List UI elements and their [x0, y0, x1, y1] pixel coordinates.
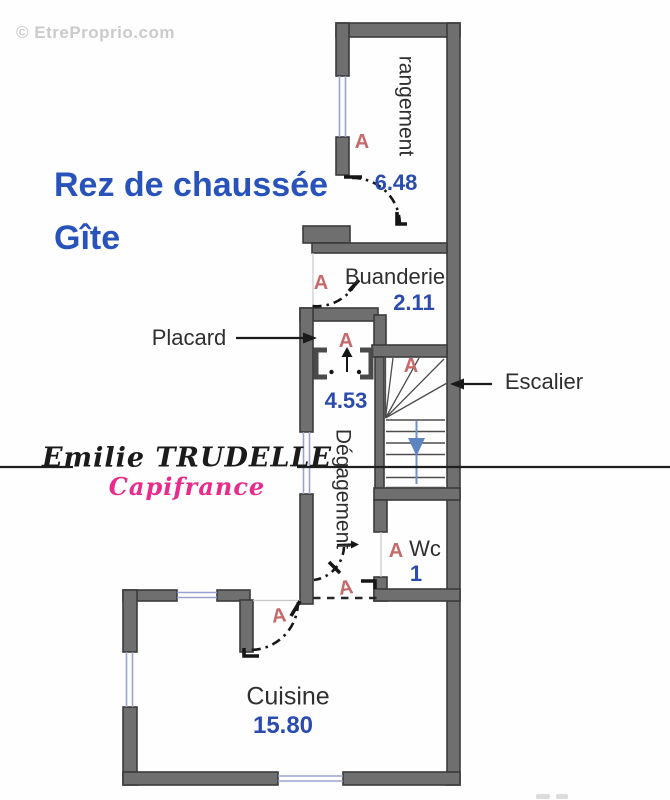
- door-label-placard: A: [338, 330, 354, 352]
- placard-door-jambs: [313, 347, 374, 380]
- room-label-cuisine: Cuisine: [246, 682, 330, 711]
- cropped-mark: [556, 794, 568, 799]
- page-title-line2: Gîte: [54, 219, 121, 257]
- room-area-rangement: 6.48: [374, 170, 418, 195]
- door-arrow-line-corridor: [336, 543, 352, 547]
- wall-cuisine-left-upper: [122, 589, 138, 653]
- room-label-rangement: rangement: [394, 55, 418, 157]
- room-area-degagement: 4.53: [324, 388, 368, 413]
- placard-door-up-arrow: [341, 347, 353, 357]
- stair-down-arrow-icon: [408, 438, 425, 456]
- staircase: [384, 357, 448, 489]
- wall-cuisine-bottom-right: [342, 771, 461, 786]
- door-stop-cuisine: [242, 648, 259, 658]
- wall-placard-right: [373, 314, 387, 350]
- window-cuisine-left: [125, 652, 134, 707]
- placard-arrow-head: [303, 332, 317, 344]
- wall-wc-left-upper: [373, 499, 388, 533]
- door-leaf-cuisine: [289, 600, 302, 617]
- room-area-buanderie: 2.11: [393, 290, 435, 315]
- wall-cuisine-stub: [239, 599, 254, 653]
- placard-jamb-right: [360, 347, 374, 380]
- wall-rangement-left-lower: [335, 136, 350, 176]
- door-label-rangement: A: [354, 131, 370, 153]
- wall-rangement-left-upper: [335, 22, 350, 77]
- wall-cuisine-top-right: [216, 589, 251, 602]
- door-swings: [242, 175, 407, 658]
- room-area-cuisine: 15.80: [252, 712, 314, 739]
- watermark: © EtreProprio.com: [16, 23, 175, 42]
- wall-corridor-left-lower: [299, 493, 314, 605]
- wall-under-rangement: [311, 242, 448, 254]
- wall-stair-divider: [374, 356, 385, 501]
- door-label-cuisine: A: [270, 604, 288, 628]
- windows-layer: [125, 76, 347, 782]
- door-leaf-buanderie: [347, 278, 361, 293]
- open-boundaries: [253, 253, 382, 602]
- door-arc-cuisine: [249, 601, 300, 652]
- door-stop-rangement: [395, 212, 407, 226]
- window-rangement: [338, 76, 347, 137]
- wall-right-main: [446, 22, 461, 786]
- escalier-arrow-head: [450, 378, 464, 390]
- room-label-degagement: Dégagement: [331, 428, 355, 550]
- door-leaf-corridor: [327, 560, 342, 575]
- window-cuisine-bottom: [278, 775, 343, 782]
- room-area-wc: 1: [409, 561, 423, 586]
- room-label-wc: Wc: [409, 536, 441, 561]
- wall-wc-top: [373, 487, 461, 501]
- wall-wc-bottom: [373, 588, 461, 602]
- door-label-corridor: A: [337, 576, 355, 600]
- window-cuisine-top: [177, 591, 217, 599]
- room-label-placard: Placard: [151, 325, 227, 350]
- wall-rangement-top: [335, 22, 461, 38]
- wall-cuisine-bottom-left: [122, 771, 279, 786]
- wall-corridor-left-upper: [299, 307, 314, 433]
- placard-jamb-left: [313, 347, 327, 380]
- page-title-line1: Rez de chaussée: [54, 166, 329, 204]
- brand-signature: Capifrance: [108, 472, 266, 501]
- pointer-arrows: [236, 332, 492, 390]
- stair-winder-fan: [384, 357, 448, 419]
- door-stop-wc: [361, 579, 377, 589]
- walls-layer: [122, 22, 461, 786]
- door-label-escalier: A: [403, 355, 419, 377]
- placard-door-dot-right: [356, 369, 362, 375]
- agent-signature: Emilie TRUDELLE: [41, 442, 333, 474]
- wall-step: [302, 225, 351, 244]
- placard-door-dot-left: [329, 369, 334, 375]
- window-corridor: [302, 432, 311, 494]
- door-arrow-head-corridor: [351, 540, 359, 549]
- cropped-mark: [536, 794, 550, 799]
- bottom-edge-marks: [536, 794, 568, 799]
- door-label-buanderie: A: [313, 272, 329, 294]
- door-label-wc: A: [388, 540, 404, 562]
- room-label-buanderie: Buanderie: [344, 264, 446, 289]
- room-label-escalier: Escalier: [504, 369, 584, 394]
